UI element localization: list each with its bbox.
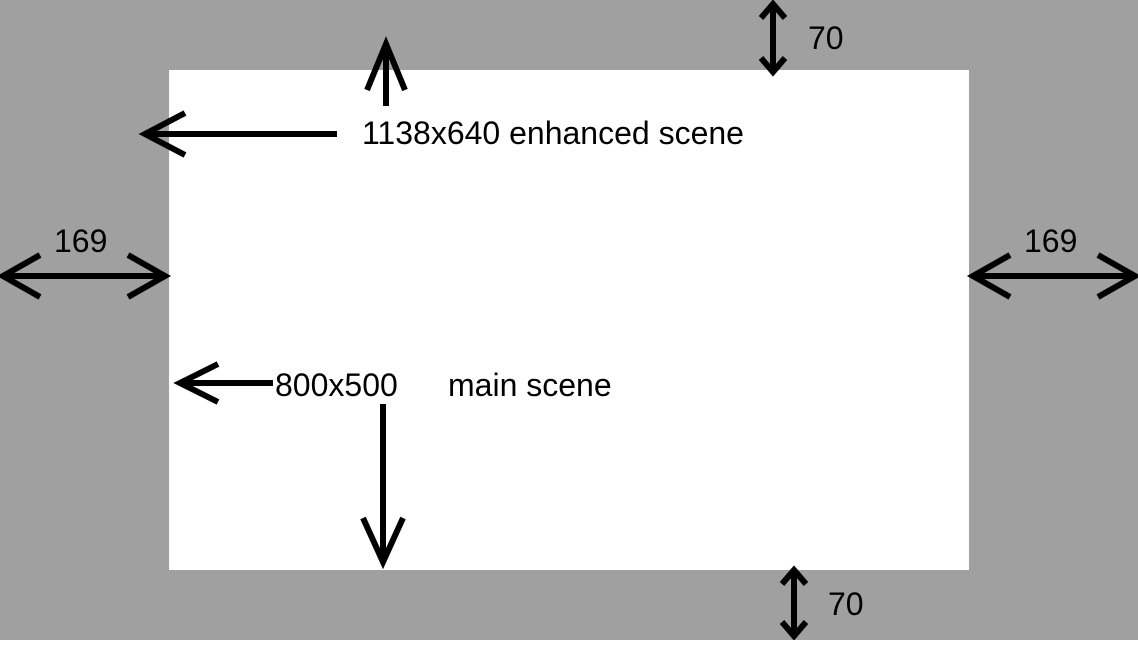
right-margin-label: 169: [1024, 225, 1077, 257]
main-scene-name-label: main scene: [448, 369, 612, 401]
left-margin-label: 169: [54, 225, 107, 257]
bottom-margin-label: 70: [828, 588, 864, 620]
top-margin-label: 70: [808, 22, 844, 54]
main-scene-size-label: 800x500: [275, 369, 398, 401]
enhanced-scene-label: 1138x640 enhanced scene: [362, 117, 744, 149]
